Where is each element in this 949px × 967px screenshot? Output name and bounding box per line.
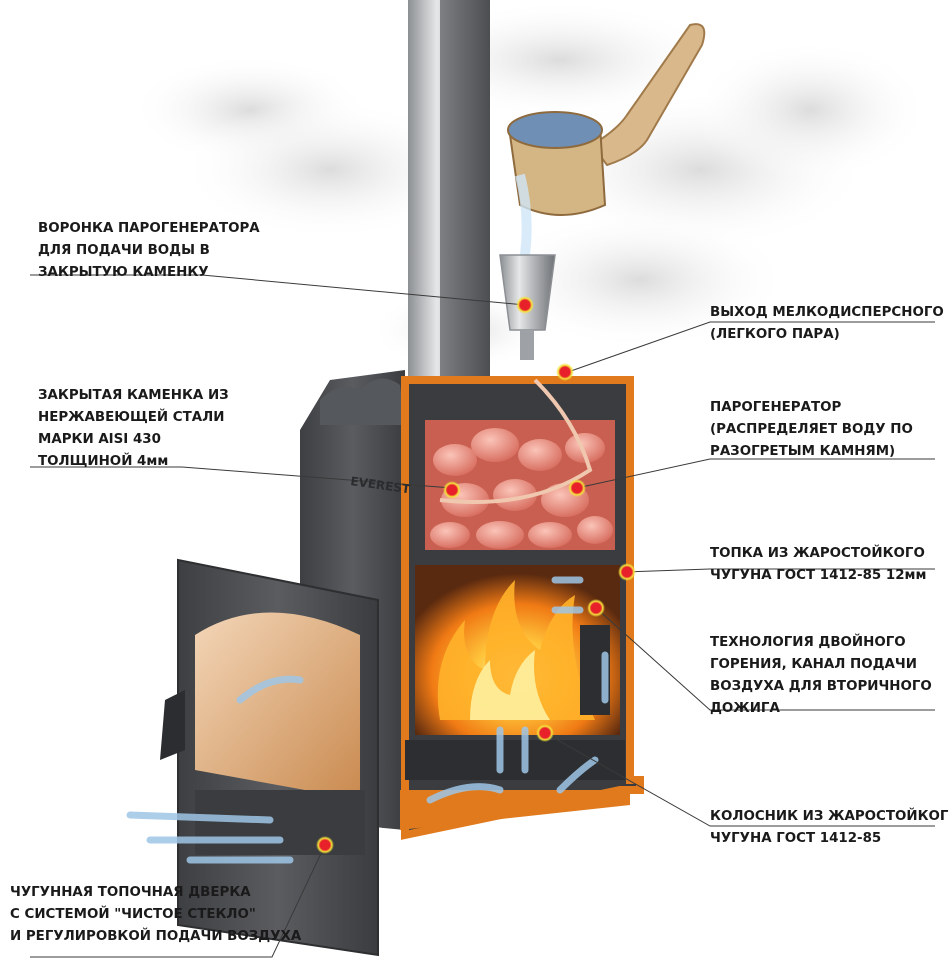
funnel bbox=[499, 254, 556, 360]
callout-steam-generator: ПАРОГЕНЕРАТОР (РАСПРЕДЕЛЯЕТ ВОДУ ПО РАЗО… bbox=[710, 400, 913, 459]
leader-line-grate bbox=[544, 732, 935, 827]
marker-funnel bbox=[516, 296, 534, 314]
water-ladle bbox=[507, 23, 706, 256]
callout-firebox: ТОПКА ИЗ ЖАРОСТОЙКОГО ЧУГУНА ГОСТ 1412-8… bbox=[710, 546, 927, 583]
leader-line-funnel bbox=[30, 274, 526, 306]
marker-steam-generator bbox=[568, 479, 586, 497]
callout-stone-chamber: ЗАКРЫТАЯ КАМЕНКА ИЗ НЕРЖАВЕЮЩЕЙ СТАЛИ МА… bbox=[38, 388, 229, 469]
callout-funnel: ВОРОНКА ПАРОГЕНЕРАТОРА ДЛЯ ПОДАЧИ ВОДЫ В… bbox=[38, 221, 260, 280]
marker-firebox bbox=[618, 563, 636, 581]
leader-line-door bbox=[30, 844, 326, 958]
leader-line-double-burning bbox=[594, 606, 935, 711]
leader-line-firebox bbox=[624, 568, 935, 573]
leader-line-steam-generator bbox=[576, 458, 935, 489]
leader-line-stone-chamber bbox=[30, 466, 453, 489]
air-flow-arrows bbox=[126, 576, 609, 864]
callout-double-burning: ТЕХНОЛОГИЯ ДВОЙНОГО ГОРЕНИЯ, КАНАЛ ПОДАЧ… bbox=[710, 635, 932, 716]
marker-door bbox=[316, 836, 334, 854]
chimney-pipe bbox=[408, 0, 490, 400]
flames bbox=[437, 580, 595, 720]
callout-grate: КОЛОСНИК ИЗ ЖАРОСТОЙКОГО ЧУГУНА ГОСТ 141… bbox=[710, 809, 949, 846]
leader-lines bbox=[30, 274, 935, 958]
firebox-door bbox=[160, 558, 379, 957]
callout-door: ЧУГУННАЯ ТОПОЧНАЯ ДВЕРКА С СИСТЕМОЙ "ЧИС… bbox=[10, 885, 302, 944]
marker-double-burning bbox=[587, 599, 605, 617]
marker-grate bbox=[536, 724, 554, 742]
marker-stone-chamber bbox=[443, 481, 461, 499]
marker-steam-outlet bbox=[556, 363, 574, 381]
callout-steam-outlet: ВЫХОД МЕЛКОДИСПЕРСНОГО (ЛЕГКОГО ПАРА) bbox=[710, 305, 944, 342]
leader-line-steam-outlet bbox=[567, 321, 935, 373]
callout-markers bbox=[316, 296, 636, 854]
